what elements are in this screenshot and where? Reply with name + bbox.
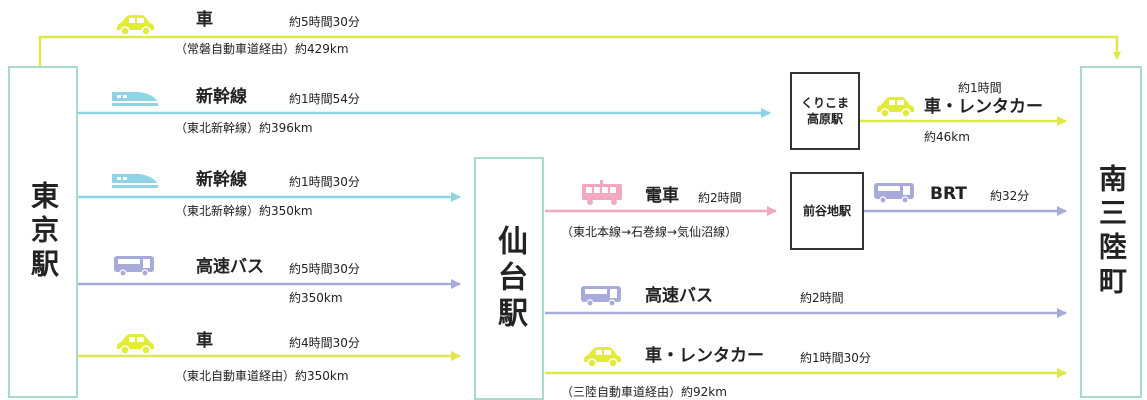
station-sendai-label: 仙台駅 bbox=[492, 224, 527, 333]
route-shinkansen-sendai-mode: 新幹線 bbox=[196, 170, 247, 190]
shinkansen-icon bbox=[112, 174, 158, 188]
station-maeyachi: 前谷地駅 bbox=[790, 172, 864, 250]
route-bus-sendai-time: 約5時間30分 bbox=[289, 262, 360, 276]
route-shinkansen-kurikoma-time: 約1時間54分 bbox=[289, 92, 360, 106]
route-car-sendai-mode: 車 bbox=[196, 331, 213, 351]
station-maeyachi-label: 前谷地駅 bbox=[802, 204, 851, 218]
station-tokyo: 東京駅 bbox=[8, 66, 78, 398]
station-kurikoma: くりこま 高原駅 bbox=[790, 72, 860, 150]
route-bus-msr-mode: 高速バス bbox=[645, 286, 713, 306]
route-car-direct-mode: 車 bbox=[196, 10, 213, 30]
car-icon bbox=[877, 97, 914, 118]
route-rental-kurikoma-mode: 車・レンタカー bbox=[924, 97, 1043, 117]
shinkansen-icon bbox=[112, 92, 158, 106]
route-shinkansen-kurikoma-detail: （東北新幹線）約396km bbox=[175, 121, 313, 135]
station-minamisanriku: 南三陸町 bbox=[1080, 66, 1142, 398]
route-car-direct-detail: （常磐自動車道経由）約429km bbox=[175, 42, 349, 56]
route-bus-sendai-mode: 高速バス bbox=[196, 257, 264, 277]
route-train-maeyachi-time: 約2時間 bbox=[698, 191, 742, 205]
bus-icon bbox=[874, 183, 914, 204]
route-rental-kurikoma-detail: 約46km bbox=[924, 130, 970, 144]
bus-icon bbox=[114, 256, 154, 277]
route-shinkansen-sendai-detail: （東北新幹線）約350km bbox=[175, 204, 313, 218]
route-shinkansen-kurikoma-mode: 新幹線 bbox=[196, 87, 247, 107]
route-train-maeyachi-mode: 電車 bbox=[645, 186, 679, 206]
car-icon bbox=[584, 347, 621, 368]
station-sendai: 仙台駅 bbox=[474, 157, 544, 400]
route-bus-msr-time: 約2時間 bbox=[800, 291, 844, 305]
route-car-sendai-detail: （東北自動車道経由）約350km bbox=[175, 369, 349, 383]
station-tokyo-label: 東京駅 bbox=[27, 181, 60, 283]
station-minamisanriku-label: 南三陸町 bbox=[1095, 164, 1128, 300]
car-icon bbox=[117, 334, 154, 355]
car-icon bbox=[117, 15, 154, 36]
route-train-maeyachi-detail: （東北本線→石巻線→気仙沼線） bbox=[561, 225, 738, 239]
route-car-msr-detail: （三陸自動車道経由）約92km bbox=[561, 385, 727, 399]
train-icon bbox=[582, 180, 622, 205]
station-kurikoma-label: くりこま 高原駅 bbox=[800, 96, 849, 126]
arrow-car-direct bbox=[38, 35, 1121, 66]
route-brt-time: 約32分 bbox=[990, 189, 1030, 203]
route-shinkansen-sendai-time: 約1時間30分 bbox=[289, 175, 360, 189]
route-brt-mode: BRT bbox=[930, 184, 967, 204]
route-car-sendai-time: 約4時間30分 bbox=[289, 336, 360, 350]
route-car-msr-time: 約1時間30分 bbox=[800, 351, 871, 365]
route-car-msr-mode: 車・レンタカー bbox=[645, 346, 764, 366]
bus-icon bbox=[581, 286, 621, 307]
route-bus-sendai-detail: 約350km bbox=[289, 291, 343, 305]
route-car-direct-time: 約5時間30分 bbox=[289, 15, 360, 29]
route-rental-kurikoma-time: 約1時間 bbox=[958, 81, 1002, 95]
